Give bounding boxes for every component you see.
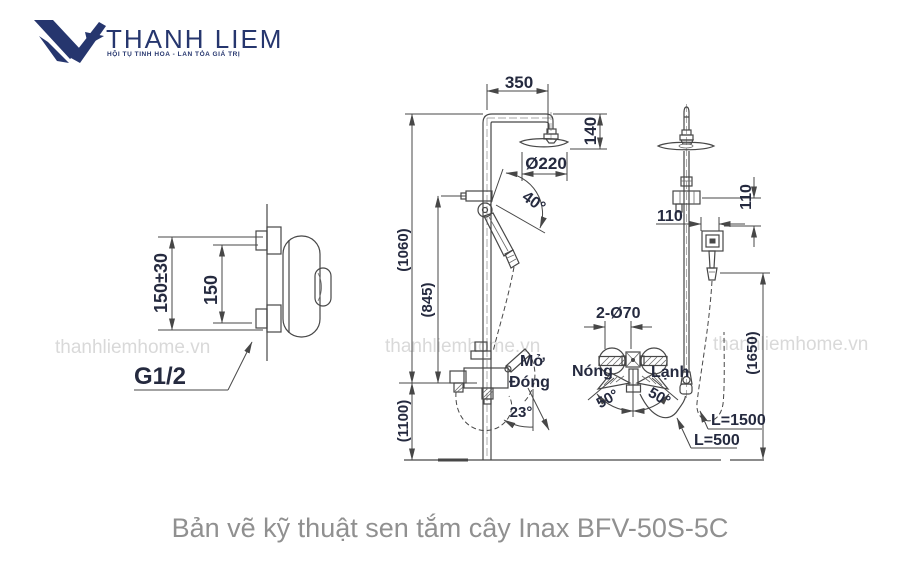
brand-tagline: HỘI TỤ TINH HOA - LAN TỎA GIÁ TRỊ: [107, 51, 241, 58]
drawing-caption: Bản vẽ kỹ thuật sen tắm cây Inax BFV-50S…: [171, 513, 729, 543]
column-front-view: 110 110: [572, 104, 770, 460]
dim-d220-label: Ø220: [525, 154, 567, 173]
column-side-view: 350 140 Ø220 (1060) (845) (1100): [395, 73, 764, 462]
dim-150pm30-label: 150±30: [151, 253, 171, 313]
watermark-right: thanhliemhome.vn: [713, 334, 869, 355]
dim-150-label: 150: [201, 275, 221, 305]
brand-name: THANH LIEM: [106, 24, 284, 54]
close-label: Đóng: [509, 374, 550, 391]
dim-110-v-label: 110: [738, 184, 755, 210]
dim-1650-label: (1650): [744, 331, 761, 374]
valve-side-view: 150±30 150 G1/2: [134, 204, 332, 391]
dim-1100-label: (1100): [395, 400, 412, 443]
dim-140-label: 140: [581, 117, 600, 145]
angle-50-right-label: 50°: [645, 384, 673, 410]
angle-40-label: 40°: [519, 188, 549, 216]
dim-110-h-label: 110: [657, 208, 683, 225]
hot-label: Nóng: [572, 363, 613, 380]
dim-1060-label: (1060): [395, 228, 412, 271]
cold-label: Lạnh: [651, 364, 689, 381]
watermark-left: thanhliemhome.vn: [55, 337, 211, 358]
brand-logo-icon: [34, 20, 106, 63]
hose-short-label: L=500: [694, 432, 740, 449]
dim-845-label: (845): [419, 282, 436, 317]
dim-2d70-label: 2-Ø70: [596, 305, 641, 322]
open-label: Mở: [520, 353, 545, 370]
hose-long-label: L=1500: [711, 412, 766, 429]
angle-23-label: 23°: [510, 404, 533, 421]
dim-350-label: 350: [505, 73, 533, 92]
watermark-center: thanhliemhome.vn: [385, 336, 541, 357]
thread-g12-label: G1/2: [134, 363, 186, 390]
